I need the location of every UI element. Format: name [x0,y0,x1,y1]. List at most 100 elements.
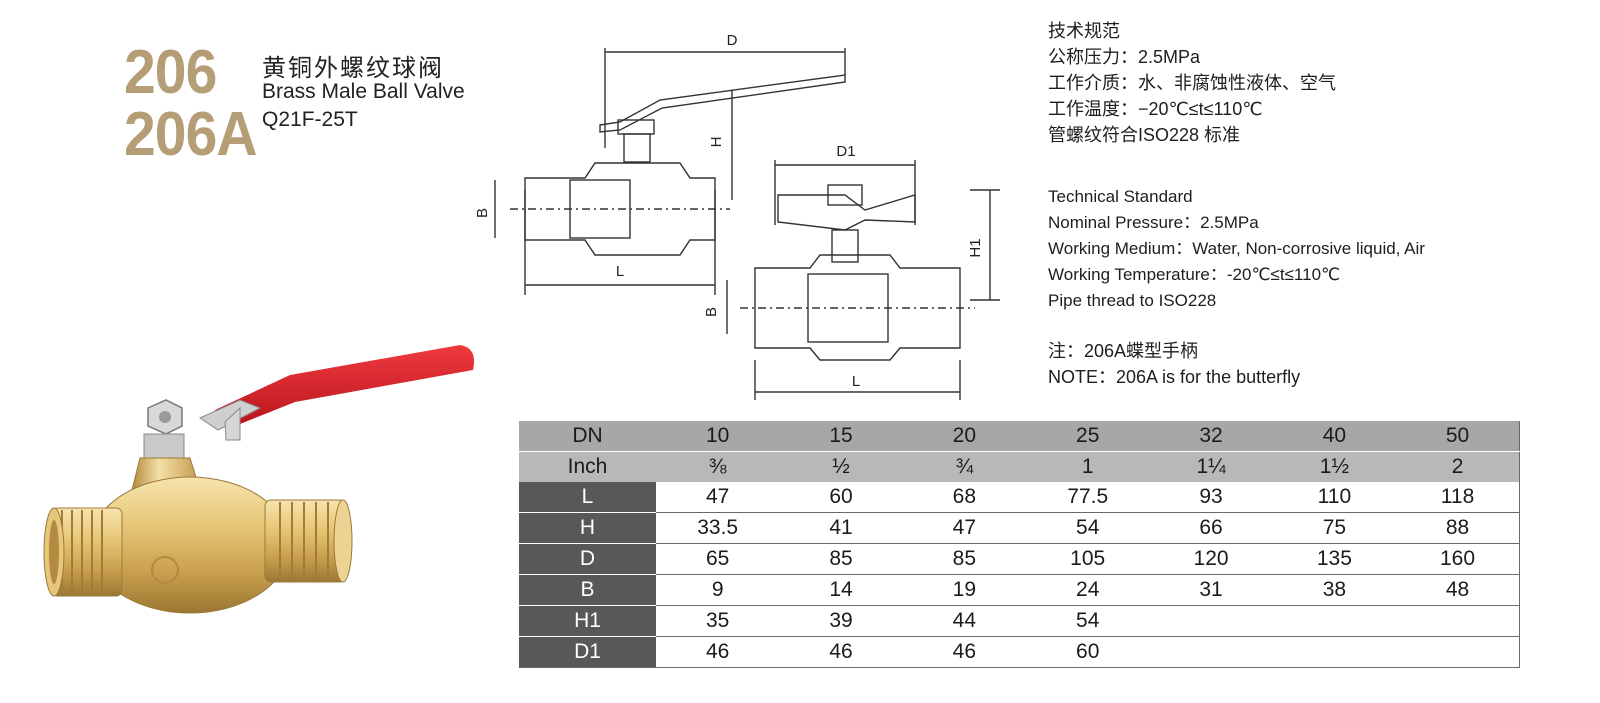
cell-inch: ¾ [902,451,1027,482]
table-cell [1149,636,1273,668]
spec-cn-medium: 工作介质：水、非腐蚀性液体、空气 [1048,73,1336,93]
table-cell [1396,636,1520,668]
row-header: H [519,512,656,544]
spec-en-medium: Working Medium：Water, Non-corrosive liqu… [1048,239,1425,258]
spec-cn-thread: 管螺纹符合ISO228 标准 [1048,125,1241,145]
table-cell: 54 [1026,512,1150,544]
product-title-en: Brass Male Ball Valve [262,80,465,103]
table-cell: 135 [1272,543,1397,575]
table-cell [1149,605,1273,637]
dim-label-h1: H1 [967,238,984,257]
table-cell: 19 [902,574,1027,606]
cell-inch: ½ [779,451,903,482]
table-cell [1396,605,1520,637]
table-cell: 24 [1026,574,1150,606]
row-header: H1 [519,605,656,637]
dim-label-l: L [616,263,624,280]
table-cell [1272,605,1397,637]
table-row-inch: Inch ⅜ ½ ¾ 1 1¼ 1½ 2 [519,451,1520,482]
dim-label-l2: L [852,373,860,390]
dim-label-b: B [474,208,491,218]
spec-en-thread: Pipe thread to ISO228 [1048,291,1217,310]
spec-en: Technical Standard Nominal Pressure：2.5M… [1048,184,1425,314]
table-cell: 46 [656,636,780,668]
table-cell: 120 [1149,543,1273,575]
table-cell: 47 [902,512,1027,544]
table-cell: 160 [1396,543,1520,575]
table-cell: 85 [902,543,1027,575]
cell-dn: 15 [779,421,903,452]
note: 注：206A蝶型手柄 NOTE：206A is for the butterfl… [1048,338,1300,390]
table-cell: 35 [656,605,780,637]
table-cell: 46 [779,636,903,668]
table-cell: 9 [656,574,780,606]
table-cell: 33.5 [656,512,780,544]
spec-cn-pressure: 公称压力：2.5MPa [1048,47,1201,67]
spec-en-heading: Technical Standard [1048,187,1193,206]
brand-logo-icon [151,556,179,584]
valve-handle [215,345,475,428]
table-cell: 44 [902,605,1027,637]
table-cell: 31 [1149,574,1273,606]
row-header: D [519,543,656,575]
spec-cn-temperature: 工作温度：−20℃≤t≤110℃ [1048,99,1263,119]
row-header-inch: Inch [519,451,656,482]
table-cell: 60 [779,482,903,513]
cell-dn: 50 [1396,421,1520,452]
row-header: L [519,482,656,513]
table-cell: 41 [779,512,903,544]
table-cell: 66 [1149,512,1273,544]
table-cell: 93 [1149,482,1273,513]
cell-inch: 1 [1026,451,1150,482]
table-cell: 47 [656,482,780,513]
row-header: B [519,574,656,606]
table-cell: 46 [902,636,1027,668]
table-cell: 38 [1272,574,1397,606]
cell-inch: 1½ [1272,451,1397,482]
spec-cn: 技术规范 公称压力：2.5MPa 工作介质：水、非腐蚀性液体、空气 工作温度：−… [1048,18,1336,148]
table-cell: 65 [656,543,780,575]
table-cell: 118 [1396,482,1520,513]
table-cell: 105 [1026,543,1150,575]
dim-label-h: H [708,137,725,148]
product-code: Q21F-25T [262,108,358,131]
cell-dn: 25 [1026,421,1150,452]
dimensions-table: DN 10 15 20 25 32 40 50 Inch ⅜ ½ ¾ 1 1¼ … [519,421,1520,668]
table-cell: 75 [1272,512,1397,544]
dim-label-b2: B [703,307,720,317]
cell-dn: 40 [1272,421,1397,452]
note-cn: 注：206A蝶型手柄 [1048,341,1199,361]
table-cell: 14 [779,574,903,606]
table-cell [1272,636,1397,668]
model-number-206: 206 [124,38,217,107]
row-header: D1 [519,636,656,668]
table-cell: 39 [779,605,903,637]
table-cell: 68 [902,482,1027,513]
dim-label-d1: D1 [836,143,855,160]
cell-dn: 10 [656,421,780,452]
cell-inch: ⅜ [656,451,780,482]
model-number-206a: 206A [124,100,258,169]
cell-dn: 20 [902,421,1027,452]
table-cell: 110 [1272,482,1397,513]
cell-dn: 32 [1149,421,1273,452]
dim-label-d: D [727,32,738,49]
table-cell: 54 [1026,605,1150,637]
table-cell: 88 [1396,512,1520,544]
table-cell: 77.5 [1026,482,1150,513]
technical-drawing: D H B L D1 H1 B L [474,32,1000,400]
spec-cn-heading: 技术规范 [1048,21,1120,41]
spec-en-temperature: Working Temperature：-20℃≤t≤110℃ [1048,265,1341,284]
table-row-dn: DN 10 15 20 25 32 40 50 [519,421,1520,452]
valve-photo [43,345,475,614]
spec-en-pressure: Nominal Pressure：2.5MPa [1048,213,1259,232]
cell-inch: 1¼ [1149,451,1273,482]
cell-inch: 2 [1396,451,1520,482]
product-title-cn: 黄铜外螺纹球阀 [262,55,444,82]
table-cell: 85 [779,543,903,575]
